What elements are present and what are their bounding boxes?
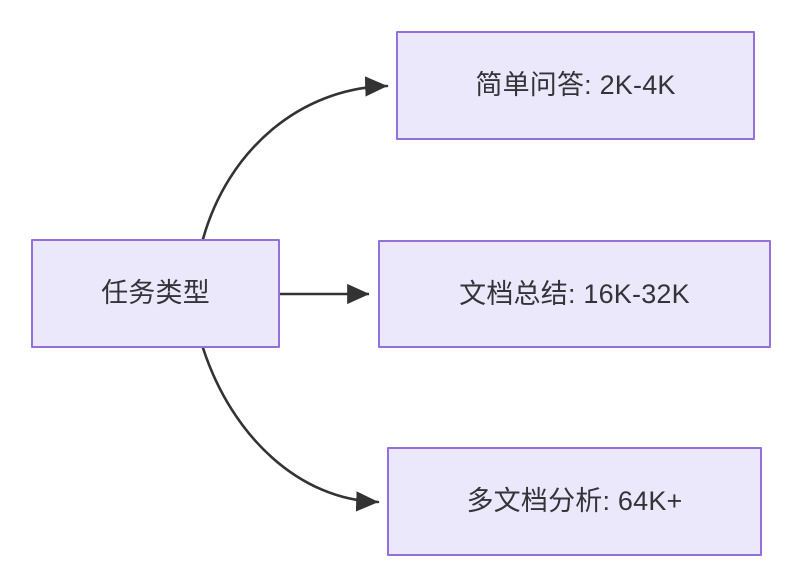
node-simple-qa[interactable]: 简单问答: 2K-4K: [396, 31, 755, 140]
node-multi-doc-label: 多文档分析: 64K+: [466, 486, 683, 517]
edge-source-to-simple-qa: [201, 76, 389, 241]
edge-source-to-multi-doc: [201, 346, 380, 512]
node-doc-summary[interactable]: 文档总结: 16K-32K: [378, 240, 771, 348]
node-task-type[interactable]: 任务类型: [31, 239, 280, 348]
node-task-type-label: 任务类型: [101, 278, 210, 309]
node-multi-doc[interactable]: 多文档分析: 64K+: [387, 447, 762, 556]
node-simple-qa-label: 简单问答: 2K-4K: [475, 70, 676, 101]
node-doc-summary-label: 文档总结: 16K-32K: [459, 278, 690, 309]
